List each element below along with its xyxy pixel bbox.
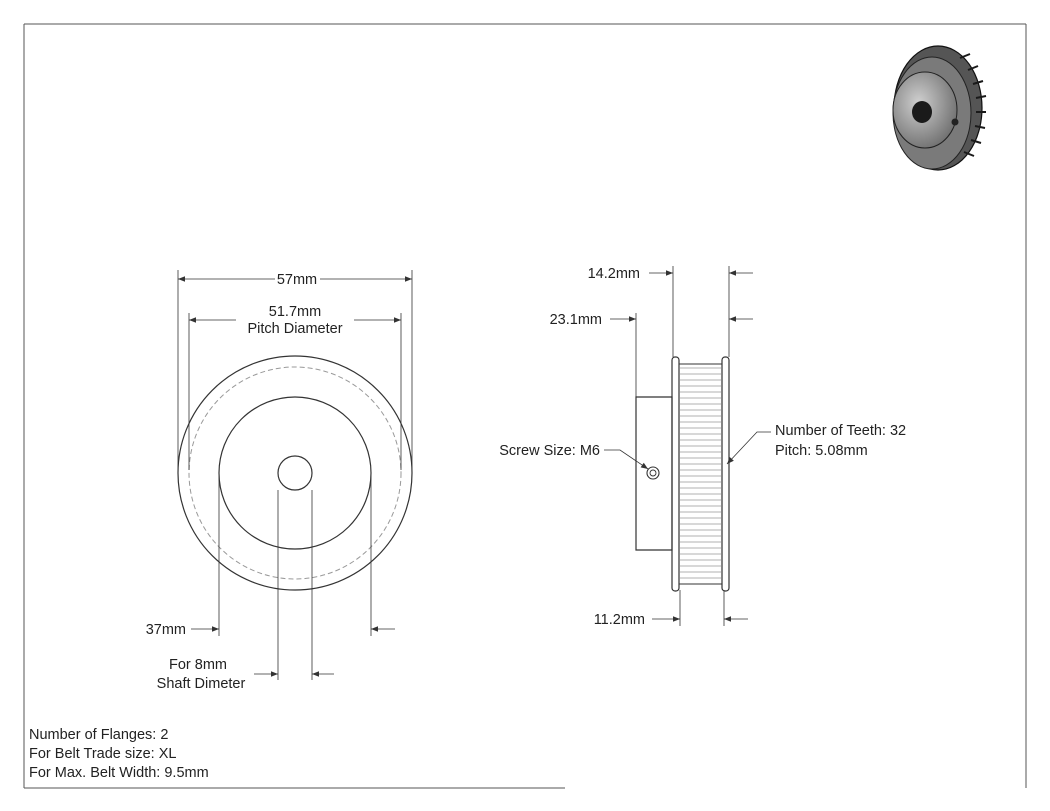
pitch-circle	[188, 366, 402, 580]
flange-left	[671, 356, 680, 592]
pulley-3d-preview-icon	[892, 45, 987, 171]
set-screw-icon	[646, 466, 660, 480]
outer-diameter-dim: 57mm	[277, 272, 317, 288]
bore-dim-line1: For 8mm	[169, 657, 227, 673]
hub-circle	[218, 396, 372, 550]
hub-diameter-dim: 37mm	[146, 622, 186, 638]
pitch-diameter-value: 51.7mm	[269, 304, 321, 320]
side-dim-overall: 23.1mm	[550, 312, 602, 328]
side-view: 14.2mm 23.1mm 11.2mm Screw Size: M6 Numb…	[499, 266, 906, 628]
hub-body	[635, 396, 673, 551]
side-dim-top: 14.2mm	[588, 266, 640, 282]
pitch-diameter-label: Pitch Diameter	[247, 321, 342, 337]
bore-circle	[277, 455, 313, 491]
note-belt-width: For Max. Belt Width: 9.5mm	[29, 765, 209, 781]
sheet-frame	[23, 23, 1027, 789]
flange-right	[721, 356, 730, 592]
note-belt-size: For Belt Trade size: XL	[29, 746, 177, 762]
note-flanges: Number of Flanges: 2	[29, 727, 169, 743]
bore-dim-line2: Shaft Dimeter	[157, 676, 246, 692]
toothed-body	[678, 363, 723, 585]
pitch-callout: Pitch: 5.08mm	[775, 443, 868, 459]
screw-size-callout: Screw Size: M6	[499, 443, 600, 459]
outer-flange-circle	[177, 355, 413, 591]
tooth-lines	[680, 367, 721, 579]
front-view: 57mm 51.7mm Pitch Diameter 37mm For 8mm …	[146, 270, 413, 692]
teeth-count-callout: Number of Teeth: 32	[775, 423, 906, 439]
side-dim-bottom: 11.2mm	[594, 612, 645, 628]
